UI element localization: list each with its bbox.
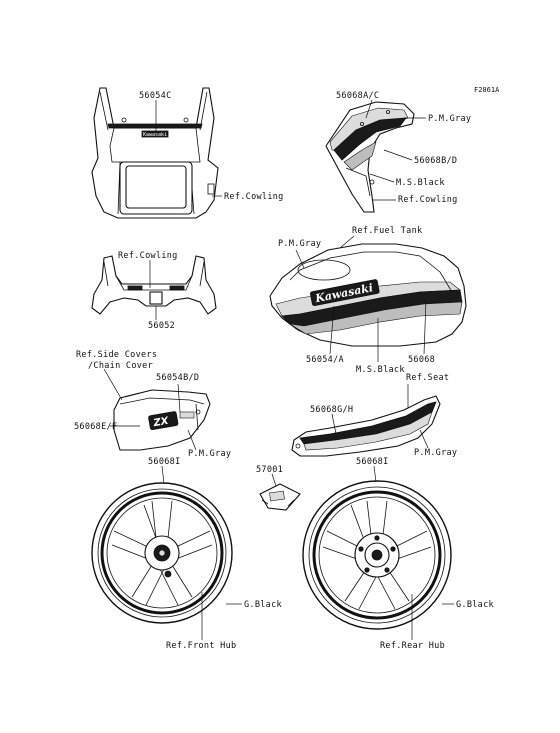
clip-57001	[259, 483, 301, 511]
front-wheel	[91, 482, 233, 624]
upper-cowling: Kawasaki	[91, 87, 219, 219]
label-56054a: 56054/A	[306, 355, 344, 365]
label-pmgray-4: P.M.Gray	[414, 448, 457, 458]
label-56068i-2: 56068I	[356, 457, 389, 467]
label-56068bd: 56068B/D	[414, 156, 457, 166]
cowl-decal-logo: Kawasaki	[143, 132, 167, 138]
label-msblack-1: M.S.Black	[396, 178, 445, 188]
label-56068ef: 56068E/F	[74, 422, 117, 432]
label-pmgray-3: P.M.Gray	[188, 449, 231, 459]
label-pmgray-1: P.M.Gray	[428, 114, 471, 124]
label-ref-cowling-3: Ref.Cowling	[118, 251, 178, 261]
label-ref-fuel-tank: Ref.Fuel Tank	[352, 226, 422, 236]
label-ref-side-covers: Ref.Side Covers	[76, 350, 157, 360]
label-57001: 57001	[256, 465, 283, 475]
label-gblack-2: G.Black	[456, 600, 494, 610]
label-ref-cowling-1: Ref.Cowling	[224, 192, 284, 202]
label-ref-seat: Ref.Seat	[406, 373, 449, 383]
label-ref-rear-hub: Ref.Rear Hub	[380, 641, 445, 651]
label-56054bd: 56054B/D	[156, 373, 199, 383]
label-gblack-1: G.Black	[244, 600, 282, 610]
side-decal-logo: ZX	[152, 416, 171, 430]
label-56068i-1: 56068I	[148, 457, 181, 467]
label-56068gh: 56068G/H	[310, 405, 353, 415]
label-chain-cover: /Chain Cover	[88, 361, 153, 371]
label-56068: 56068	[408, 355, 435, 365]
label-ref-front-hub: Ref.Front Hub	[166, 641, 236, 651]
label-ref-cowling-2: Ref.Cowling	[398, 195, 458, 205]
figure-code: F2861A	[474, 86, 500, 94]
side-cover: ZX	[113, 389, 211, 451]
label-56052: 56052	[148, 321, 175, 331]
inner-cowling-bracket	[91, 255, 217, 315]
fuel-tank: Kawasaki	[269, 243, 467, 347]
seat-cowl-decal	[291, 395, 441, 457]
rear-wheel	[302, 480, 452, 630]
label-msblack-2: M.S.Black	[356, 365, 405, 375]
label-56054c: 56054C	[139, 91, 172, 101]
label-pmgray-2: P.M.Gray	[278, 239, 321, 249]
side-cowling-decal	[325, 101, 415, 213]
label-56068ac: 56068A/C	[336, 91, 379, 101]
